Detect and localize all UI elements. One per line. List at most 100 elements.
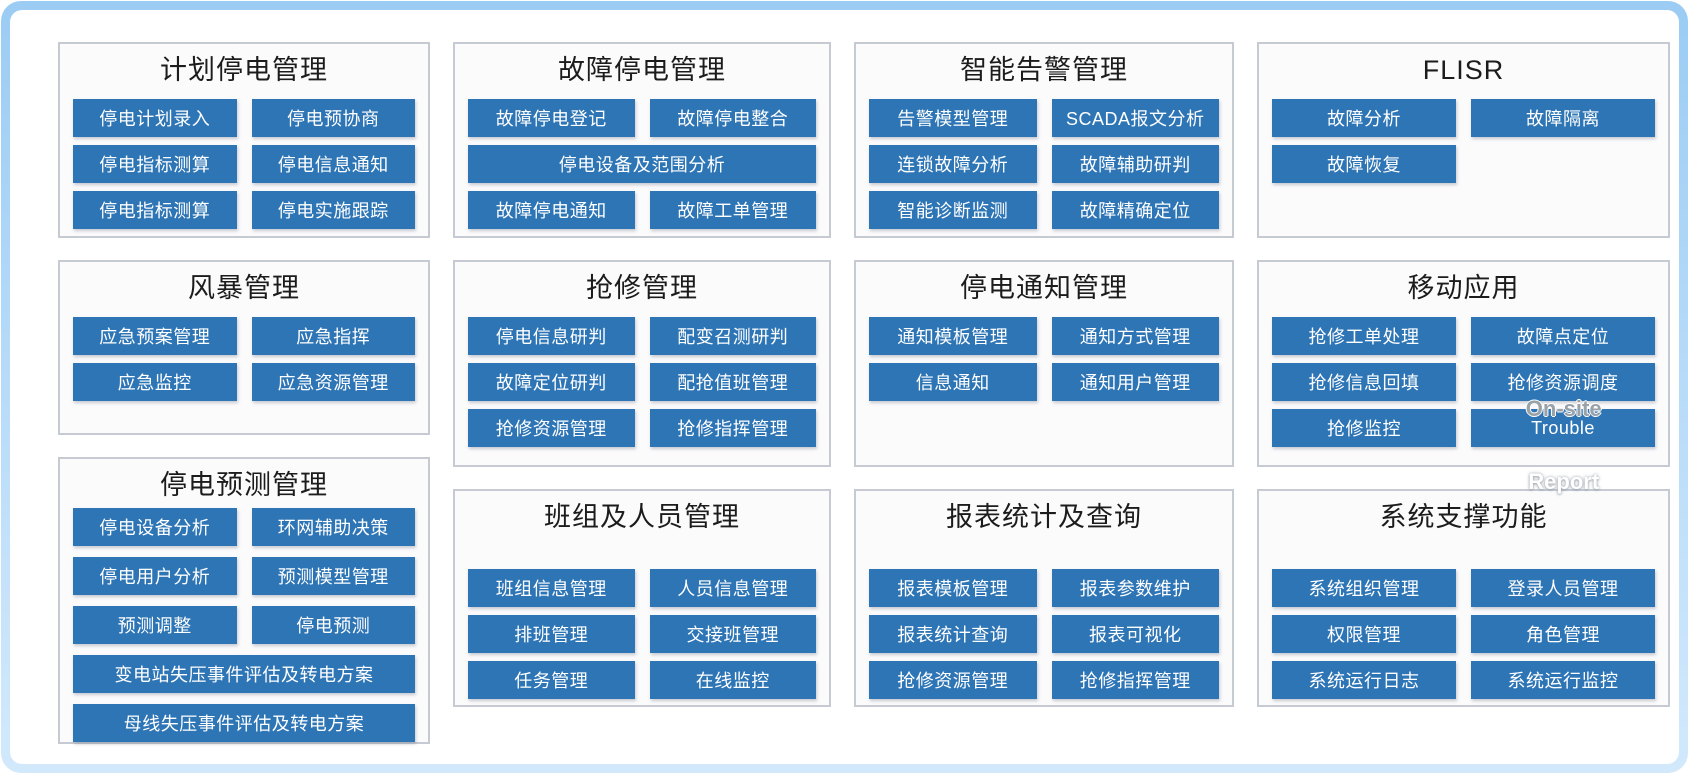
feature-button[interactable]: 通知方式管理 <box>1051 317 1219 355</box>
button-grid: 报表模板管理报表参数维护报表统计查询报表可视化抢修资源管理抢修指挥管理 <box>856 569 1232 699</box>
panel-title: 停电通知管理 <box>960 273 1128 303</box>
panel-flisr: FLISR 故障分析故障隔离故障恢复 <box>1257 42 1670 238</box>
feature-button[interactable]: 停电预测 <box>251 606 415 644</box>
feature-button[interactable]: 停电指标测算 <box>73 145 237 183</box>
panel-title: FLISR <box>1422 55 1505 85</box>
button-grid: 抢修工单处理故障点定位抢修信息回填抢修资源调度抢修监控 Trouble <box>1259 317 1668 447</box>
panel-repair-mgmt: 抢修管理停电信息研判配变召测研判故障定位研判配抢值班管理抢修资源管理抢修指挥管理 <box>453 260 831 467</box>
feature-button[interactable]: 在线监控 <box>649 661 816 699</box>
panel-title: 报表统计及查询 <box>946 502 1142 532</box>
feature-button[interactable]: 报表参数维护 <box>1051 569 1219 607</box>
feature-button[interactable]: 权限管理 <box>1272 615 1456 653</box>
button-grid: 系统组织管理登录人员管理权限管理角色管理系统运行日志系统运行监控 <box>1259 569 1668 699</box>
button-grid: 停电设备分析环网辅助决策停电用户分析预测模型管理预测调整停电预测变电站失压事件评… <box>60 508 428 742</box>
feature-button[interactable]: 配变召测研判 <box>649 317 816 355</box>
feature-button[interactable]: 停电信息通知 <box>251 145 415 183</box>
feature-button[interactable]: 系统运行监控 <box>1471 661 1655 699</box>
button-grid: 停电计划录入停电预协商停电指标测算停电信息通知停电指标测算停电实施跟踪 <box>60 99 428 229</box>
feature-button[interactable]: 报表可视化 <box>1051 615 1219 653</box>
panel-storm-mgmt: 风暴管理应急预案管理应急指挥应急监控应急资源管理 <box>58 260 430 435</box>
feature-button[interactable]: 报表模板管理 <box>869 569 1037 607</box>
feature-button[interactable]: 预测调整 <box>73 606 237 644</box>
feature-button[interactable]: 登录人员管理 <box>1471 569 1655 607</box>
feature-button[interactable]: 信息通知 <box>869 363 1037 401</box>
button-grid: 班组信息管理人员信息管理排班管理交接班管理任务管理在线监控 <box>455 569 829 699</box>
button-grid: 应急预案管理应急指挥应急监控应急资源管理 <box>60 317 428 401</box>
feature-button[interactable]: 交接班管理 <box>649 615 816 653</box>
feature-button[interactable]: SCADA报文分析 <box>1051 99 1219 137</box>
panel-title: 停电预测管理 <box>160 470 328 500</box>
module-grid: 计划停电管理停电计划录入停电预协商停电指标测算停电信息通知停电指标测算停电实施跟… <box>58 42 1670 744</box>
feature-button[interactable]: 故障工单管理 <box>649 191 816 229</box>
feature-button[interactable]: 抢修工单处理 <box>1272 317 1456 355</box>
grid-column-3: 智能告警管理告警模型管理 SCADA报文分析连锁故障分析故障辅助研判智能诊断监测故… <box>854 42 1234 744</box>
feature-button[interactable]: 停电用户分析 <box>73 557 237 595</box>
feature-button[interactable]: 停电设备及范围分析 <box>468 145 816 183</box>
feature-button[interactable]: 配抢值班管理 <box>649 363 816 401</box>
feature-button[interactable]: 故障辅助研判 <box>1051 145 1219 183</box>
button-grid: 停电信息研判配变召测研判故障定位研判配抢值班管理抢修资源管理抢修指挥管理 <box>455 317 829 447</box>
feature-button[interactable]: 停电指标测算 <box>73 191 237 229</box>
feature-button[interactable]: 停电预协商 <box>251 99 415 137</box>
feature-button[interactable]: 故障停电登记 <box>468 99 635 137</box>
feature-button[interactable]: 人员信息管理 <box>649 569 816 607</box>
feature-button[interactable]: 故障停电整合 <box>649 99 816 137</box>
feature-button[interactable]: 停电计划录入 <box>73 99 237 137</box>
feature-button[interactable]: 应急指挥 <box>251 317 415 355</box>
grid-column-4: FLISR 故障分析故障隔离故障恢复移动应用抢修工单处理故障点定位抢修信息回填抢修… <box>1257 42 1670 744</box>
feature-button[interactable]: 抢修资源管理 <box>869 661 1037 699</box>
panel-title: 抢修管理 <box>586 273 698 303</box>
panel-team-personnel-mgmt: 班组及人员管理班组信息管理人员信息管理排班管理交接班管理任务管理在线监控 <box>453 489 831 707</box>
feature-button[interactable]: 故障精确定位 <box>1051 191 1219 229</box>
panel-planned-outage-mgmt: 计划停电管理停电计划录入停电预协商停电指标测算停电信息通知停电指标测算停电实施跟… <box>58 42 430 238</box>
feature-button[interactable]: 告警模型管理 <box>869 99 1037 137</box>
feature-button[interactable]: 抢修指挥管理 <box>1051 661 1219 699</box>
panel-fault-outage-mgmt: 故障停电管理故障停电登记故障停电整合停电设备及范围分析故障停电通知故障工单管理 <box>453 42 831 238</box>
feature-button[interactable]: 任务管理 <box>468 661 635 699</box>
feature-button[interactable]: 故障点定位 <box>1471 317 1655 355</box>
grid-column-1: 计划停电管理停电计划录入停电预协商停电指标测算停电信息通知停电指标测算停电实施跟… <box>58 42 430 744</box>
feature-button[interactable]: 停电实施跟踪 <box>251 191 415 229</box>
feature-button[interactable]: 通知模板管理 <box>869 317 1037 355</box>
feature-button[interactable]: 应急资源管理 <box>251 363 415 401</box>
button-grid: 故障分析故障隔离故障恢复 <box>1259 99 1668 183</box>
panel-system-support: 系统支撑功能系统组织管理登录人员管理权限管理角色管理系统运行日志系统运行监控 <box>1257 489 1670 707</box>
panel-title: 故障停电管理 <box>558 55 726 85</box>
feature-button[interactable]: 预测模型管理 <box>251 557 415 595</box>
feature-button[interactable]: 故障恢复 <box>1272 145 1456 183</box>
feature-button[interactable]: 抢修信息回填 <box>1272 363 1456 401</box>
feature-button[interactable]: 环网辅助决策 <box>251 508 415 546</box>
feature-button[interactable]: 班组信息管理 <box>468 569 635 607</box>
panel-outage-forecast-mgmt: 停电预测管理停电设备分析环网辅助决策停电用户分析预测模型管理预测调整停电预测变电… <box>58 457 430 744</box>
feature-button[interactable]: 停电信息研判 <box>468 317 635 355</box>
feature-button[interactable]: 停电设备分析 <box>73 508 237 546</box>
feature-button[interactable]: 系统组织管理 <box>1272 569 1456 607</box>
feature-button[interactable]: 报表统计查询 <box>869 615 1037 653</box>
panel-title: 计划停电管理 <box>160 55 328 85</box>
feature-button[interactable]: 变电站失压事件评估及转电方案 <box>73 655 415 693</box>
feature-button[interactable]: Trouble <box>1471 409 1655 447</box>
feature-button[interactable]: 故障隔离 <box>1471 99 1655 137</box>
feature-button[interactable]: 系统运行日志 <box>1272 661 1456 699</box>
feature-button[interactable]: 抢修资源调度 <box>1471 363 1655 401</box>
button-grid: 故障停电登记故障停电整合停电设备及范围分析故障停电通知故障工单管理 <box>455 99 829 229</box>
panel-title: 移动应用 <box>1407 273 1520 303</box>
feature-button[interactable]: 应急监控 <box>73 363 237 401</box>
feature-button[interactable]: 母线失压事件评估及转电方案 <box>73 704 415 742</box>
panel-smart-alarm-mgmt: 智能告警管理告警模型管理 SCADA报文分析连锁故障分析故障辅助研判智能诊断监测故… <box>854 42 1234 238</box>
grid-column-2: 故障停电管理故障停电登记故障停电整合停电设备及范围分析故障停电通知故障工单管理抢… <box>453 42 831 744</box>
panel-title: 智能告警管理 <box>960 55 1128 85</box>
feature-button[interactable]: 抢修监控 <box>1272 409 1456 447</box>
feature-button[interactable]: 排班管理 <box>468 615 635 653</box>
feature-button[interactable]: 抢修指挥管理 <box>649 409 816 447</box>
feature-button[interactable]: 通知用户管理 <box>1051 363 1219 401</box>
feature-button[interactable]: 角色管理 <box>1471 615 1655 653</box>
feature-button[interactable]: 故障定位研判 <box>468 363 635 401</box>
feature-button[interactable]: 抢修资源管理 <box>468 409 635 447</box>
feature-button[interactable]: 智能诊断监测 <box>869 191 1037 229</box>
feature-button[interactable]: 连锁故障分析 <box>869 145 1037 183</box>
feature-button[interactable]: 应急预案管理 <box>73 317 237 355</box>
feature-button[interactable]: 故障分析 <box>1272 99 1456 137</box>
feature-button[interactable]: 故障停电通知 <box>468 191 635 229</box>
button-grid: 通知模板管理通知方式管理信息通知通知用户管理 <box>856 317 1232 401</box>
